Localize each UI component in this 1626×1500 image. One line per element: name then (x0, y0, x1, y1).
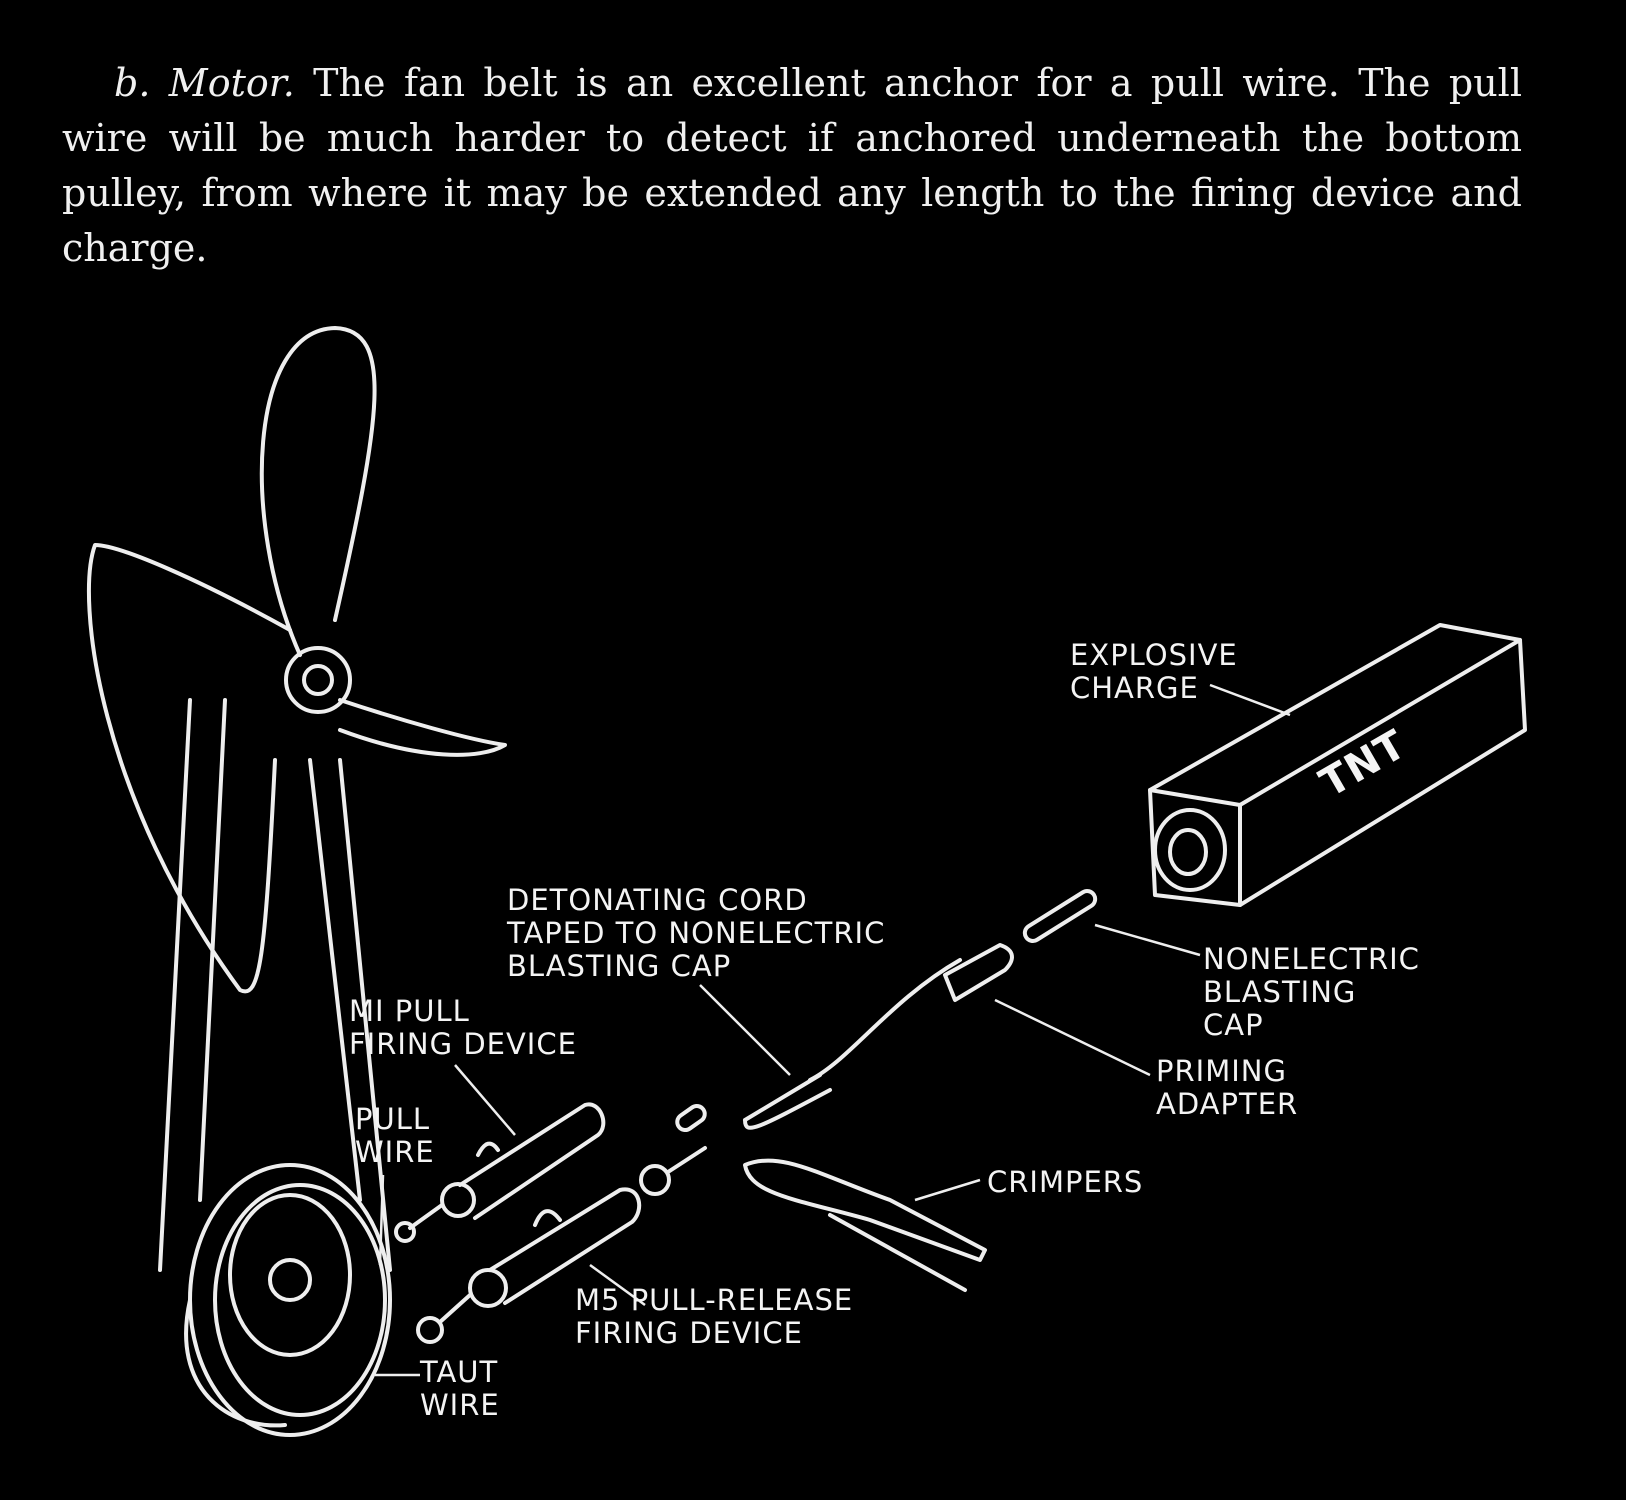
detonating-cord-icon (743, 958, 962, 1130)
label-m1-pull-firing-device: MI PULL FIRING DEVICE (349, 994, 577, 1061)
label-pull-wire: PULL WIRE (355, 1102, 435, 1169)
paragraph-lead: b. (114, 61, 151, 105)
label-crimpers: CRIMPERS (987, 1165, 1144, 1199)
priming-adapter-icon (943, 943, 1014, 1002)
fan-belt-icon (158, 698, 392, 1272)
fan-icon (87, 326, 507, 994)
label-m5-firing-device: M5 PULL-RELEASE FIRING DEVICE (575, 1283, 854, 1350)
pulley-icon (184, 1163, 392, 1437)
paragraph-heading: Motor. (168, 61, 295, 105)
label-detonating-cord: DETONATING CORD TAPED TO NONELECTRIC BLA… (507, 883, 886, 983)
crimpers-icon (743, 1158, 987, 1292)
intro-paragraph: b. Motor. The fan belt is an excellent a… (62, 56, 1522, 276)
label-taut-wire: TAUT WIRE (420, 1355, 500, 1422)
m5-firing-device-icon (416, 1187, 642, 1344)
tnt-block-icon (1148, 623, 1527, 907)
blasting-cap-icon (1022, 889, 1098, 943)
label-nonelectric-blasting-cap: NONELECTRIC BLASTING CAP (1203, 942, 1420, 1042)
m1-firing-device-icon (394, 1102, 606, 1243)
leader-arrows (375, 683, 1291, 1377)
label-explosive-charge: EXPLOSIVE CHARGE (1070, 638, 1238, 705)
label-priming-adapter: PRIMING ADAPTER (1156, 1054, 1299, 1121)
paragraph-body: The fan belt is an excellent anchor for … (62, 61, 1522, 270)
